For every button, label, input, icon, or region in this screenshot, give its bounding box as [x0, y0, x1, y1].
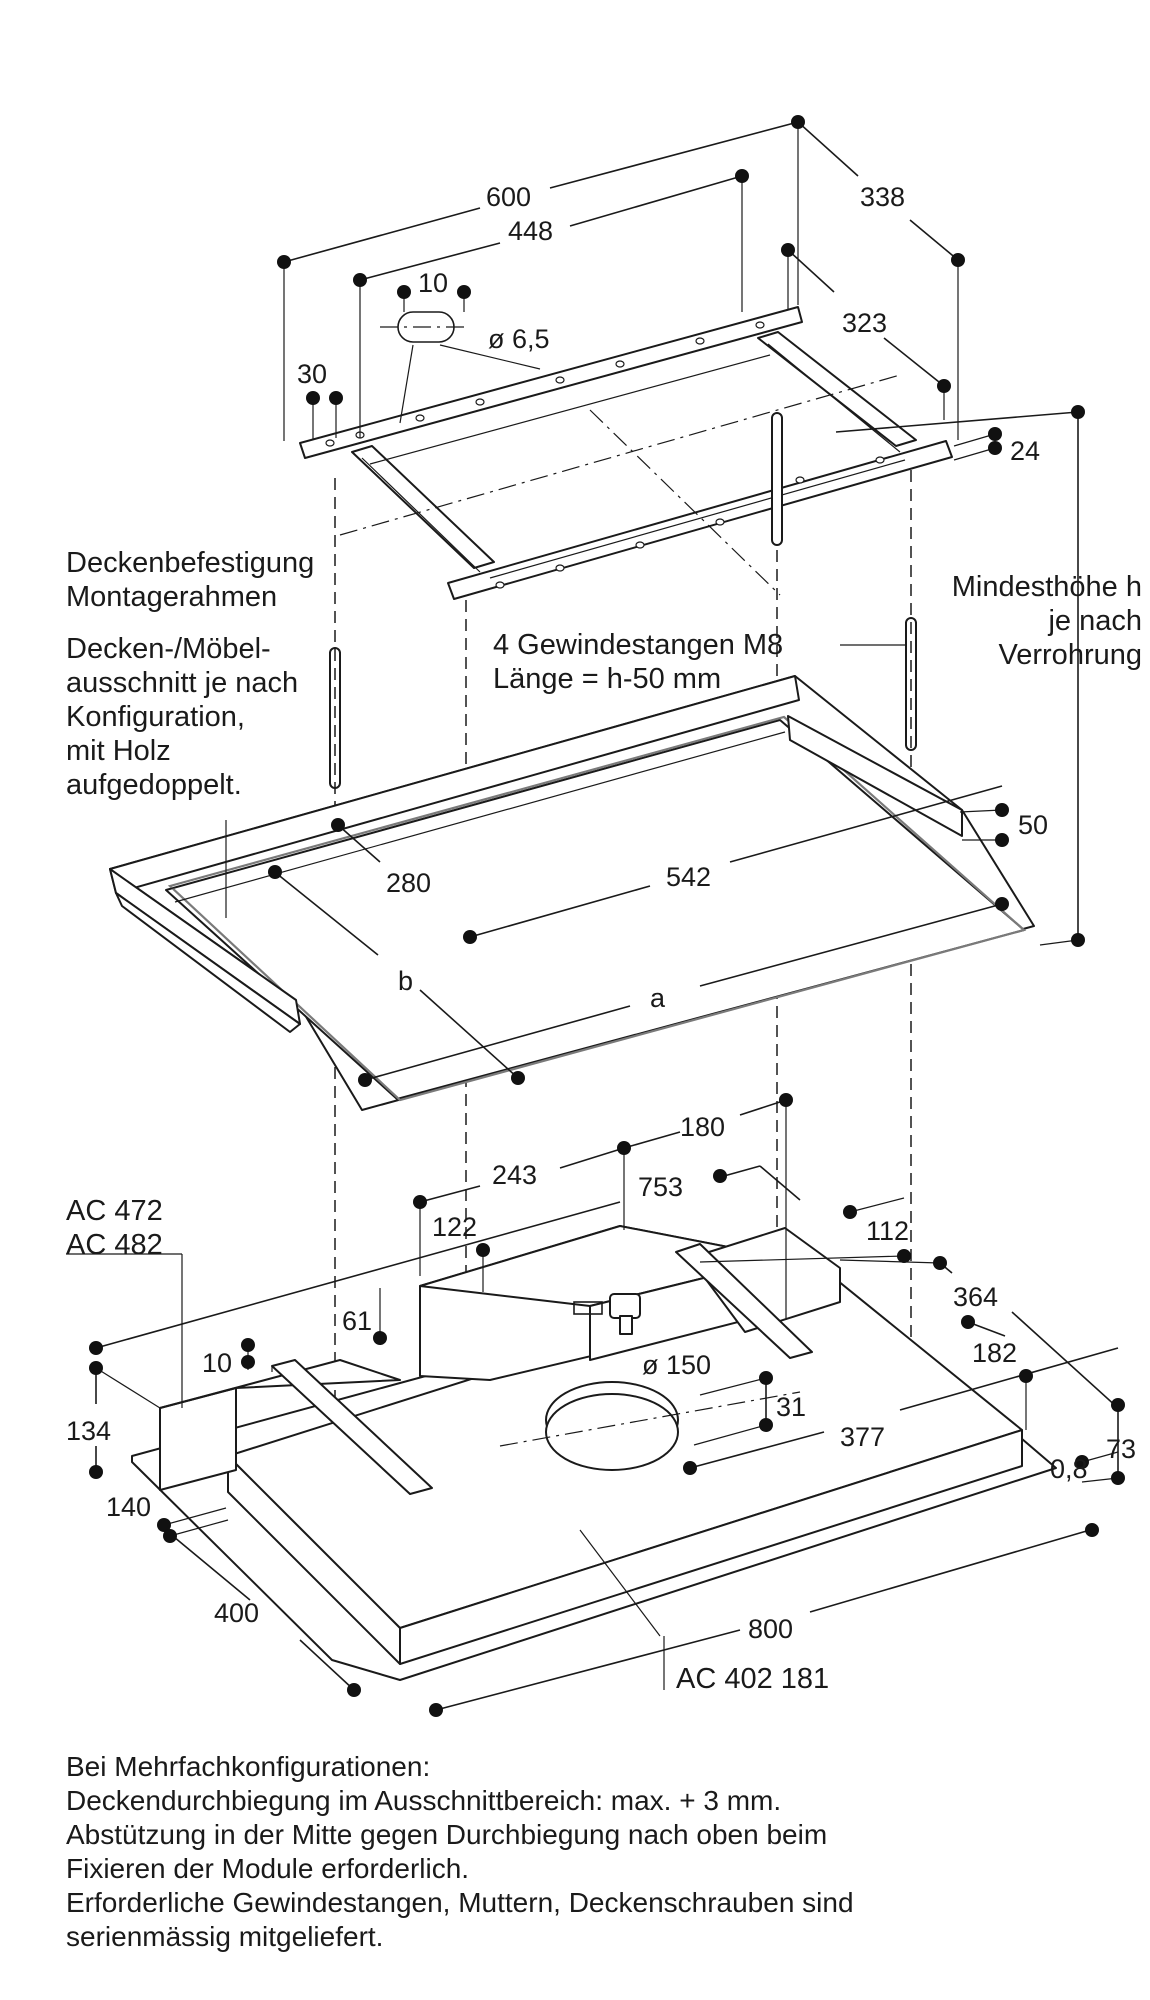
- dim-134: 134: [66, 1416, 111, 1446]
- label-ac402: AC 402 181: [676, 1663, 829, 1695]
- label-minheight-2: je nach: [1047, 605, 1142, 637]
- hood-body: [131, 1225, 1057, 1681]
- label-mounting-1: Deckenbefestigung: [66, 547, 314, 579]
- label-ac482: AC 482: [66, 1229, 163, 1261]
- dim-400: 400: [214, 1598, 259, 1628]
- label-cutout-3: Konfiguration,: [66, 701, 245, 733]
- dim-377: 377: [840, 1422, 885, 1452]
- dim-140: 140: [106, 1492, 151, 1522]
- dim-338: 338: [860, 182, 905, 212]
- note-line: serienmässig mitgeliefert.: [66, 1921, 384, 1952]
- note-line: Abstützung in der Mitte gegen Durchbiegu…: [66, 1819, 828, 1850]
- label-cutout-4: mit Holz: [66, 735, 171, 767]
- dim-30: 30: [297, 359, 327, 389]
- dimension-lines: [66, 121, 1119, 1711]
- label-cutout-1: Decken-/Möbel-: [66, 633, 271, 665]
- mounting-frame: [299, 306, 953, 600]
- dim-hole-diameter: ø 6,5: [488, 324, 550, 354]
- dim-448: 448: [508, 216, 553, 246]
- dim-280: 280: [386, 868, 431, 898]
- label-minheight-1: Mindesthöhe h: [952, 571, 1142, 603]
- dim-542: 542: [666, 862, 711, 892]
- dim-753: 753: [638, 1172, 683, 1202]
- dim-243: 243: [492, 1160, 537, 1190]
- label-cutout-5: aufgedoppelt.: [66, 769, 242, 801]
- dim-10-top: 10: [418, 268, 448, 298]
- dim-800: 800: [748, 1614, 793, 1644]
- dim-duct-diameter: ø 150: [642, 1350, 711, 1380]
- dim-24: 24: [1010, 436, 1040, 466]
- dim-182: 182: [972, 1338, 1017, 1368]
- dim-10-low: 10: [202, 1348, 232, 1378]
- dim-a: a: [650, 983, 666, 1013]
- dim-180: 180: [680, 1112, 725, 1142]
- label-rods-1: 4 Gewindestangen M8: [493, 629, 783, 661]
- dim-61: 61: [342, 1306, 372, 1336]
- label-cutout-2: ausschnitt je nach: [66, 667, 298, 699]
- configuration-notes: Bei Mehrfachkonfigurationen: Deckendurch…: [66, 1750, 1126, 1954]
- label-mounting-2: Montagerahmen: [66, 581, 277, 613]
- label-ac472: AC 472: [66, 1195, 163, 1227]
- dim-600: 600: [486, 182, 531, 212]
- dim-122: 122: [432, 1212, 477, 1242]
- dim-73: 73: [1106, 1434, 1136, 1464]
- dim-364: 364: [953, 1282, 998, 1312]
- dimension-markers: [89, 115, 1125, 1717]
- part-labels: Deckenbefestigung Montagerahmen Decken-/…: [66, 547, 1142, 1695]
- label-minheight-3: Verrohrung: [999, 639, 1143, 671]
- dim-323: 323: [842, 308, 887, 338]
- note-line: Deckendurchbiegung im Ausschnittbereich:…: [66, 1785, 782, 1816]
- note-line: Erforderliche Gewindestangen, Muttern, D…: [66, 1887, 854, 1918]
- dim-0-8: 0,8: [1050, 1454, 1088, 1484]
- label-rods-2: Länge = h-50 mm: [493, 663, 721, 695]
- dim-31: 31: [776, 1392, 806, 1422]
- dim-112: 112: [866, 1216, 909, 1246]
- dimension-values: 600 448 338 323 10 ø 6,5 30 24 280 542 5…: [66, 182, 1136, 1644]
- dim-b: b: [398, 966, 413, 996]
- note-line: Bei Mehrfachkonfigurationen:: [66, 1751, 431, 1782]
- note-line: Fixieren der Module erforderlich.: [66, 1853, 470, 1884]
- dim-50: 50: [1018, 810, 1048, 840]
- ceiling-cutout: [109, 675, 1035, 1111]
